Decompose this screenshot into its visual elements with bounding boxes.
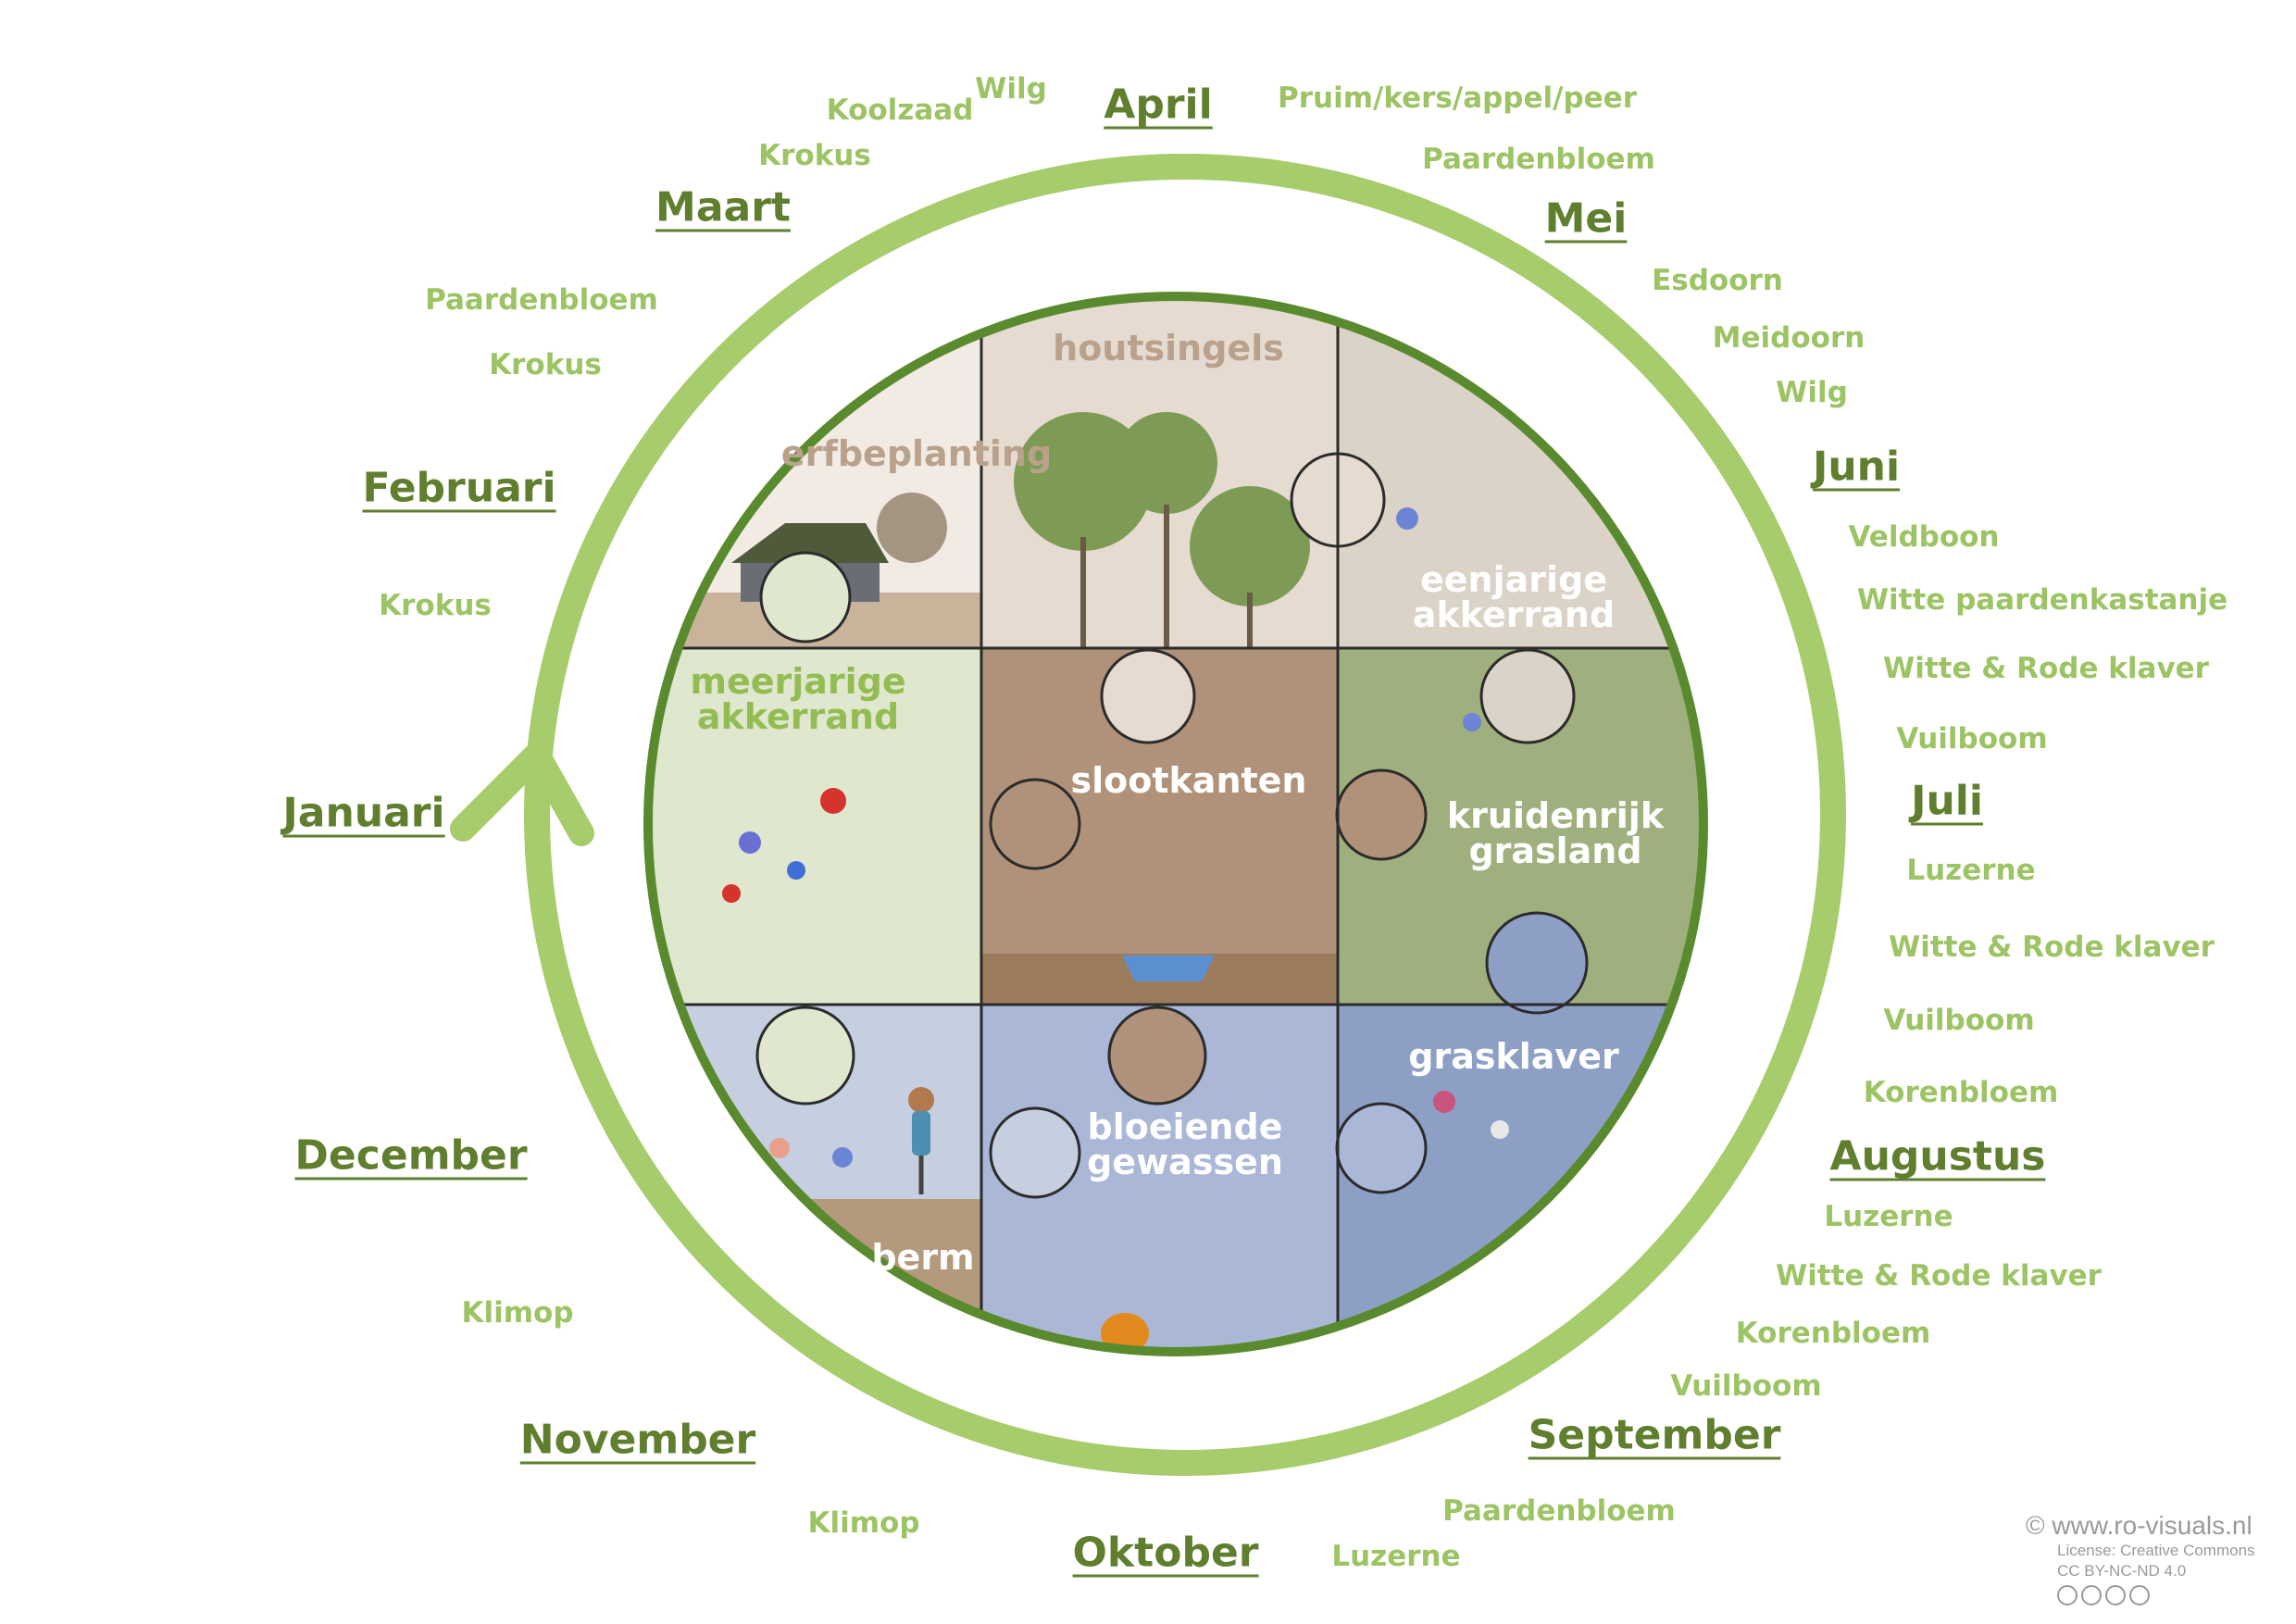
cc-icon xyxy=(2057,1585,2078,1606)
month-november: November xyxy=(519,1416,756,1464)
credit-site: © www.ro-visuals.nl xyxy=(2026,1511,2252,1540)
month-juni: Juni xyxy=(1812,443,1901,491)
plant-label: Paardenbloem xyxy=(1442,1494,1676,1528)
tree-icons xyxy=(877,412,1310,606)
plant-label: Vuilboom xyxy=(1670,1369,1822,1403)
cc-license-icons xyxy=(2057,1585,2255,1606)
slootkanten-water xyxy=(1122,956,1215,981)
plant-label: Korenbloem xyxy=(1735,1317,1931,1350)
puzzle-knobs xyxy=(755,452,1589,1199)
copyright-credit: © www.ro-visuals.nl License: Creative Co… xyxy=(2026,1511,2255,1606)
plant-label: Witte & Rode klaver xyxy=(1889,931,2215,964)
by-icon xyxy=(2081,1585,2102,1606)
month-januari: Januari xyxy=(282,789,445,837)
plant-label: Witte paardenkastanje xyxy=(1856,583,2228,617)
plant-label: Wilg xyxy=(975,72,1047,106)
puzzle-disc-border xyxy=(643,292,1708,1356)
label-meerjarige-akkerrand: meerjarige akkerrand xyxy=(690,661,906,737)
label-berm: berm xyxy=(871,1237,975,1278)
month-april: April xyxy=(1104,81,1213,129)
month-december: December xyxy=(294,1131,528,1180)
plant-label: Wilg xyxy=(1776,376,1848,409)
label-erfbeplanting: erfbeplanting xyxy=(780,433,1053,474)
label-grasklaver: grasklaver xyxy=(1408,1036,1619,1077)
plant-label: Luzerne xyxy=(1824,1200,1953,1233)
plant-label: Meidoorn xyxy=(1712,321,1866,355)
plant-label: Witte & Rode klaver xyxy=(1776,1259,2102,1293)
plant-label: Veldboon xyxy=(1848,520,2000,554)
cycle-arrowhead xyxy=(450,742,594,846)
month-oktober: Oktober xyxy=(1072,1529,1259,1577)
month-mei: Mei xyxy=(1544,194,1628,243)
credit-license-line1: License: Creative Commons xyxy=(2057,1542,2255,1559)
plant-label: Krokus xyxy=(379,589,492,622)
plant-label: Korenbloem xyxy=(1863,1076,2059,1109)
plant-label: Vuilboom xyxy=(1896,722,2048,756)
plant-label: Paardenbloem xyxy=(425,283,658,317)
wildflower-icons xyxy=(722,507,1509,1168)
label-slootkanten: slootkanten xyxy=(1070,760,1307,801)
plant-label: Klimop xyxy=(461,1296,574,1330)
month-september: September xyxy=(1528,1411,1781,1459)
label-kruidenrijk-grasland: kruidenrijk grasland xyxy=(1446,795,1665,871)
plant-label: Krokus xyxy=(758,139,871,172)
credit-license-line2: CC BY-NC-ND 4.0 xyxy=(2057,1562,2187,1580)
nc-icon xyxy=(2105,1585,2126,1606)
label-houtsingels: houtsingels xyxy=(1053,328,1284,369)
puzzle-grid-lines xyxy=(648,296,1703,1352)
plant-label: Klimop xyxy=(807,1506,920,1540)
cyclist-icon xyxy=(908,1087,934,1194)
label-eenjarige-akkerrand: eenjarige akkerrand xyxy=(1412,559,1616,635)
nd-icon xyxy=(2129,1585,2150,1606)
month-maart: Maart xyxy=(655,183,791,231)
month-augustus: Augustus xyxy=(1829,1132,2046,1181)
plant-label: Paardenbloem xyxy=(1422,143,1655,176)
plant-label: Esdoorn xyxy=(1652,264,1783,297)
plant-label: Krokus xyxy=(489,348,602,381)
tree-trunks xyxy=(1080,505,1253,648)
plant-label: Pruim/kers/appel/peer xyxy=(1278,81,1637,115)
month-februari: Februari xyxy=(362,464,556,512)
plant-label: Luzerne xyxy=(1331,1540,1461,1573)
plant-label: Luzerne xyxy=(1906,854,2036,887)
label-bloeiende-gewassen: bloeiende gewassen xyxy=(1087,1106,1283,1182)
plant-label: Vuilboom xyxy=(1883,1004,2035,1037)
cycle-ring-arc xyxy=(524,154,1846,1477)
plant-label: Koolzaad xyxy=(826,94,974,127)
tile-meerjarige-akkerrand xyxy=(648,648,981,1005)
plant-label: Witte & Rode klaver xyxy=(1883,652,2209,685)
month-juli: Juli xyxy=(1911,777,1983,825)
